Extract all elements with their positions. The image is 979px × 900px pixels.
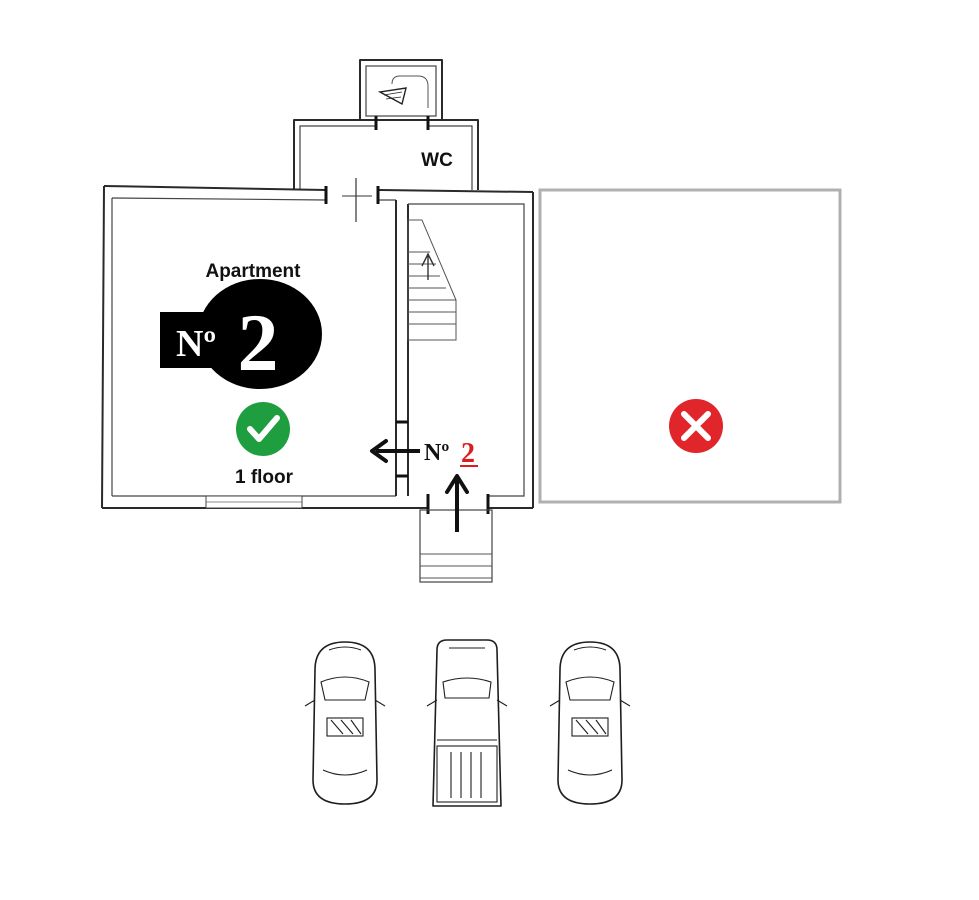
parking-area bbox=[304, 639, 631, 807]
shower-nook bbox=[359, 59, 443, 121]
left-arrow-icon bbox=[370, 439, 420, 463]
entrance-number: 2 bbox=[461, 438, 475, 469]
car-icon bbox=[304, 641, 386, 805]
cross-icon bbox=[669, 399, 723, 453]
floor-label: 1 floor bbox=[235, 467, 294, 488]
badge-prefix: Nº bbox=[176, 323, 216, 365]
wc-room: WC bbox=[293, 59, 479, 190]
pickup-truck-icon bbox=[426, 639, 508, 807]
building-walls bbox=[101, 178, 534, 514]
badge-number: 2 bbox=[238, 297, 279, 388]
staircase bbox=[407, 219, 457, 341]
neighbor-unit bbox=[538, 188, 842, 504]
car-icon bbox=[549, 641, 631, 805]
wc-label: WC bbox=[421, 150, 453, 171]
apartment-label: Apartment bbox=[205, 261, 301, 282]
apartment-number-badge: Nº 2 bbox=[160, 279, 322, 389]
check-icon bbox=[236, 402, 290, 456]
entrance-prefix: Nº bbox=[424, 440, 449, 466]
up-arrow-icon bbox=[445, 474, 469, 532]
shower-head-icon bbox=[377, 75, 429, 108]
